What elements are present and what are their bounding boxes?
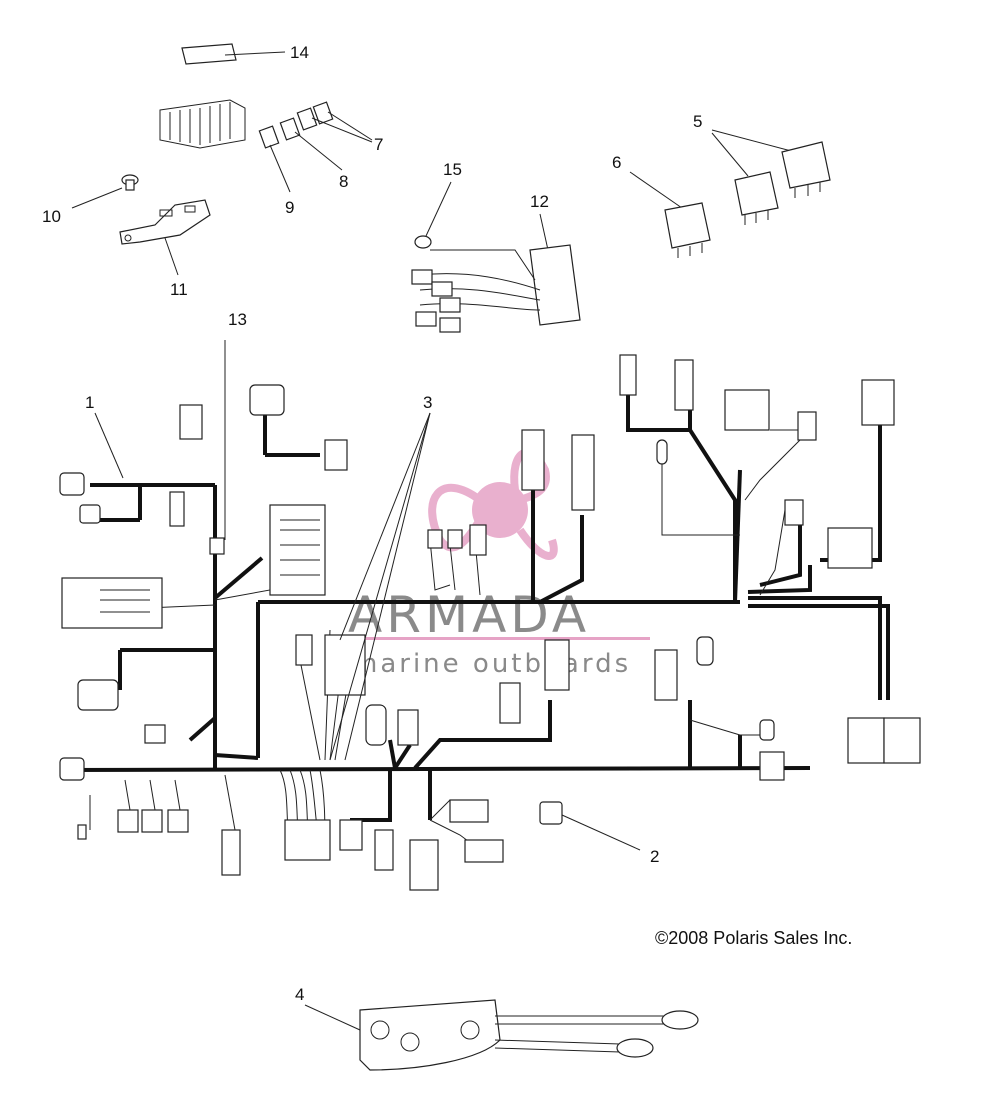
part-9-fuse (258, 125, 280, 149)
callout-10: 10 (42, 207, 61, 226)
watermark-rule (350, 637, 650, 640)
part-2-connector (539, 801, 563, 825)
part-11-bracket (119, 199, 211, 245)
leader-7a (311, 117, 373, 143)
callout-4: 4 (295, 985, 304, 1004)
leader-15 (425, 181, 452, 237)
callout-3: 3 (423, 393, 432, 412)
callout-13: 13 (228, 310, 247, 329)
main-harness-trunk (59, 395, 890, 822)
callout-7: 7 (374, 135, 383, 154)
leader-3b (329, 412, 431, 761)
callout-15: 15 (443, 160, 462, 179)
leader-10 (71, 187, 123, 209)
leader-11 (164, 237, 179, 276)
part-14-fuse-block (159, 43, 246, 149)
harness-connectors (59, 354, 921, 891)
leader-3c (344, 412, 431, 761)
leader-3a (339, 412, 431, 641)
watermark-subtitle: marine outboards (352, 649, 631, 679)
callout-5: 5 (693, 112, 702, 131)
callout-8: 8 (339, 172, 348, 191)
callout-2: 2 (650, 847, 659, 866)
part-4-ground-strap (359, 999, 699, 1071)
callout-9: 9 (285, 198, 294, 217)
leader-12 (539, 213, 549, 251)
part-8-fuse (279, 117, 301, 141)
part-15-screw (414, 235, 432, 249)
leader-14 (224, 51, 286, 56)
part-5-relay-a (781, 141, 831, 198)
part-6-relay (664, 202, 711, 258)
callout-1: 1 (85, 393, 94, 412)
leader-6 (629, 171, 683, 209)
leader-7b (327, 111, 373, 141)
part-5-relay-b (734, 171, 779, 225)
part-7-fuses (296, 101, 334, 131)
leader-4 (304, 1004, 361, 1031)
leader-8 (294, 131, 343, 171)
callout-11: 11 (170, 280, 188, 299)
callout-6: 6 (612, 153, 621, 172)
watermark-title: ARMADA (348, 586, 590, 644)
part-10-bolt (121, 174, 139, 191)
wire-tag-marks (100, 519, 320, 613)
leader-5a (711, 129, 796, 153)
part-12-module-harness (411, 244, 581, 333)
callout-12: 12 (530, 192, 549, 211)
leader-9 (269, 144, 291, 193)
leader-1 (94, 412, 124, 479)
callout-14: 14 (290, 43, 309, 62)
leader-2 (561, 814, 641, 851)
copyright-text: ©2008 Polaris Sales Inc. (655, 928, 852, 948)
leader-5b (711, 132, 749, 177)
